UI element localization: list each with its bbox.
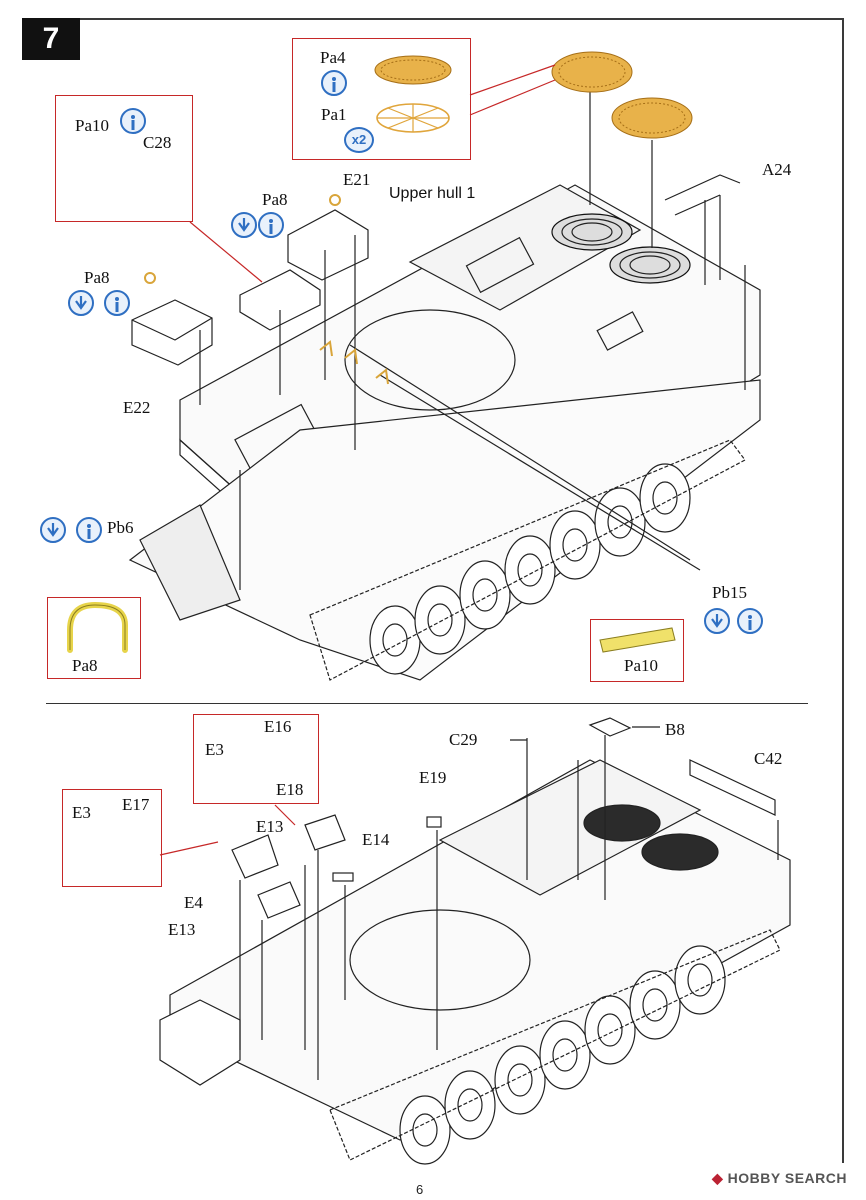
label-e3-a: E3 xyxy=(205,740,224,759)
callout-e17-e3 xyxy=(62,789,162,887)
label-pa10-top: Pa10 xyxy=(75,116,109,135)
label-e19: E19 xyxy=(419,768,447,787)
paint-icon xyxy=(104,290,130,316)
label-e22: E22 xyxy=(123,398,151,417)
watermark-text: HOBBY SEARCH xyxy=(727,1170,847,1186)
label-pa4: Pa4 xyxy=(320,48,346,67)
label-pa1: Pa1 xyxy=(321,105,347,124)
callout-pa10-detail xyxy=(590,619,684,682)
label-upper-hull: Upper hull 1 xyxy=(389,185,476,202)
callout-pa8-detail xyxy=(47,597,141,679)
callout-e16-e18 xyxy=(193,714,319,804)
callout-pa4-pa1 xyxy=(292,38,471,160)
page-number: 6 xyxy=(416,1182,424,1197)
paint-icon xyxy=(120,108,146,134)
watermark-logo-icon: ◆ xyxy=(712,1170,728,1186)
step-number: 7 xyxy=(22,18,80,60)
paint-icon xyxy=(258,212,284,238)
label-e21: E21 xyxy=(343,170,371,189)
label-c29: C29 xyxy=(449,730,478,749)
label-e18: E18 xyxy=(276,780,304,799)
label-b8: B8 xyxy=(665,720,685,739)
glue-icon xyxy=(40,517,66,543)
label-e4: E4 xyxy=(184,893,203,912)
label-e17: E17 xyxy=(122,795,150,814)
quantity-x2: x2 xyxy=(351,132,367,147)
callout-pa10-c28 xyxy=(55,95,193,222)
label-c42: C42 xyxy=(754,749,783,768)
paint-icon xyxy=(737,608,763,634)
label-a24: A24 xyxy=(762,160,792,179)
label-e13-b: E13 xyxy=(168,920,196,939)
label-pa8-b: Pa8 xyxy=(84,268,110,287)
paint-icon xyxy=(321,70,347,96)
paint-icon xyxy=(76,517,102,543)
label-c28: C28 xyxy=(143,133,172,152)
frame-right xyxy=(842,18,844,1163)
label-pa8-a: Pa8 xyxy=(262,190,288,209)
glue-icon xyxy=(704,608,730,634)
section-divider xyxy=(46,703,808,704)
label-e3-b: E3 xyxy=(72,803,91,822)
glue-icon xyxy=(68,290,94,316)
frame-top xyxy=(22,18,844,20)
label-pb6: Pb6 xyxy=(107,518,134,537)
label-e13-a: E13 xyxy=(256,817,284,836)
label-pb15: Pb15 xyxy=(712,583,747,602)
label-pa10-detail: Pa10 xyxy=(624,656,658,675)
label-e14: E14 xyxy=(362,830,390,849)
label-pa8-detail: Pa8 xyxy=(72,656,98,675)
label-e16: E16 xyxy=(264,717,292,736)
glue-icon xyxy=(231,212,257,238)
watermark: ◆ HOBBY SEARCH xyxy=(712,1170,847,1187)
quantity-badge-icon: x2 xyxy=(344,127,374,153)
